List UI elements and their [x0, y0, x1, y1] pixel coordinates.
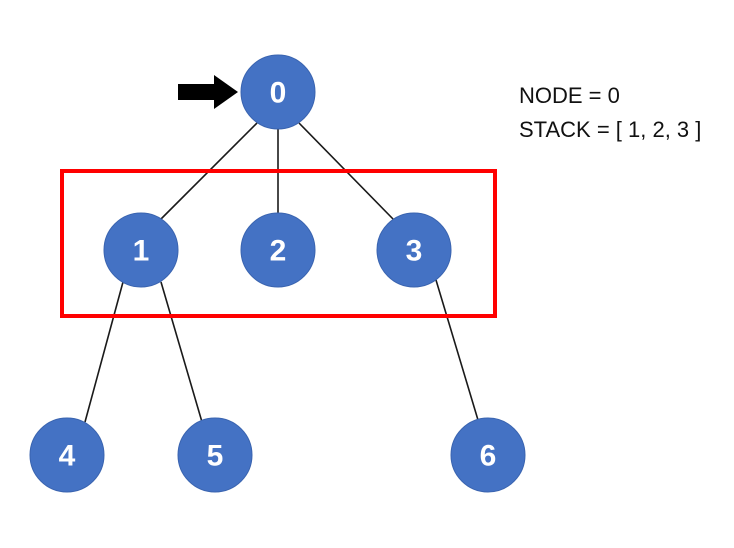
- node-6-circle[interactable]: [450, 417, 526, 493]
- edge-1-5: [160, 281, 203, 423]
- node-5-label: 5: [207, 440, 224, 473]
- node-0[interactable]: 0: [240, 54, 316, 130]
- node-5[interactable]: 5: [177, 417, 253, 493]
- node-3[interactable]: 3: [376, 212, 452, 288]
- node-4-circle[interactable]: [29, 417, 105, 493]
- current-node-readout: NODE = 0: [519, 83, 620, 108]
- node-0-label: 0: [270, 77, 287, 110]
- node-1-circle[interactable]: [103, 212, 179, 288]
- node-4[interactable]: 4: [29, 417, 105, 493]
- node-0-circle[interactable]: [240, 54, 316, 130]
- node-4-label: 4: [59, 440, 76, 473]
- node-2-label: 2: [270, 235, 287, 268]
- node-5-circle[interactable]: [177, 417, 253, 493]
- node-3-circle[interactable]: [376, 212, 452, 288]
- stack-readout: STACK = [ 1, 2, 3 ]: [519, 117, 701, 142]
- edge-1-4: [84, 281, 124, 423]
- current-node-arrow-icon: [178, 75, 238, 109]
- node-1-label: 1: [133, 235, 150, 268]
- info-panel: NODE = 0 STACK = [ 1, 2, 3 ]: [519, 83, 701, 142]
- node-2-circle[interactable]: [240, 212, 316, 288]
- edge-3-6: [435, 279, 479, 421]
- node-3-label: 3: [406, 235, 423, 268]
- node-1[interactable]: 1: [103, 212, 179, 288]
- node-6-label: 6: [480, 440, 497, 473]
- node-2[interactable]: 2: [240, 212, 316, 288]
- children-highlight-box: [60, 169, 497, 318]
- node-6[interactable]: 6: [450, 417, 526, 493]
